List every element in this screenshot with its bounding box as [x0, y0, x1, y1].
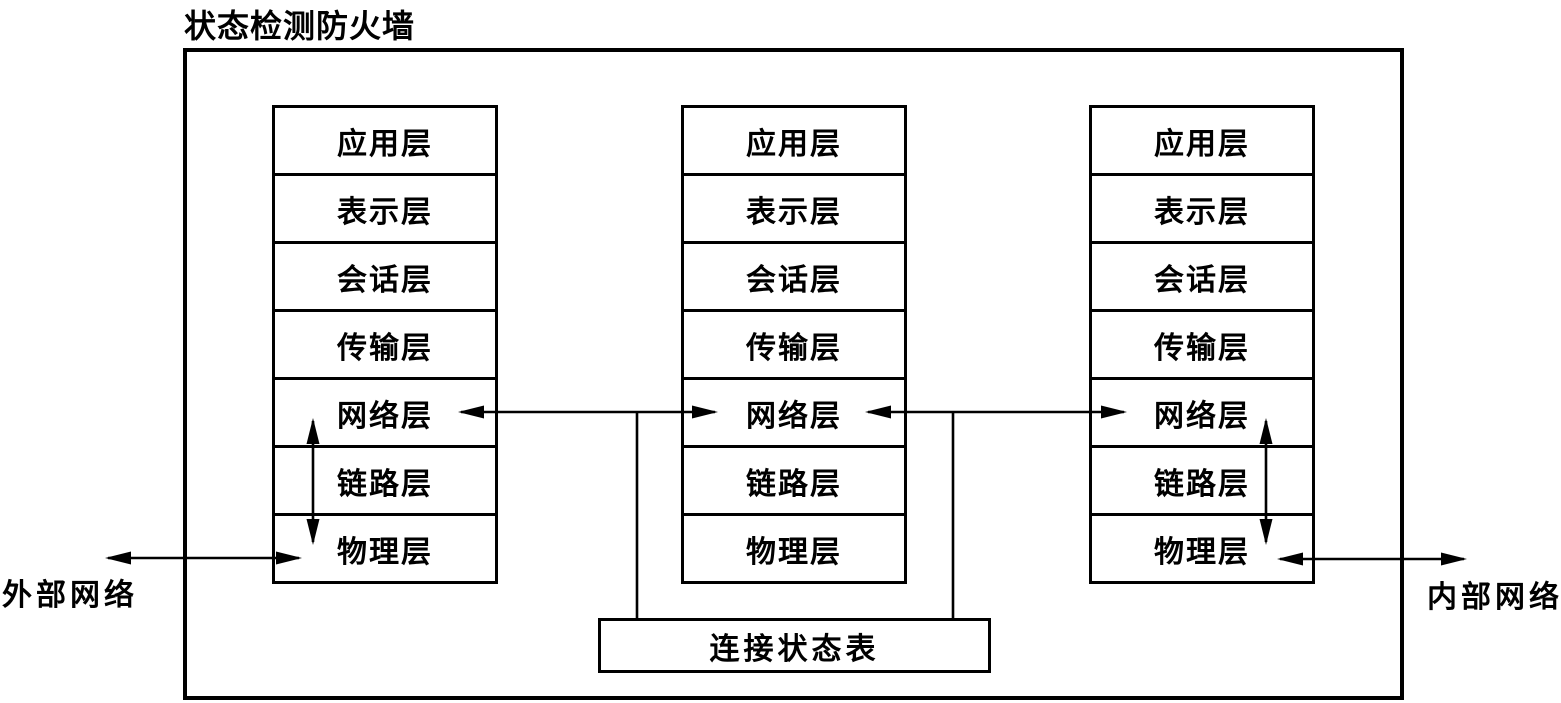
osi-layer-application: 应用层 — [681, 105, 907, 176]
osi-layer-network: 网络层 — [272, 377, 498, 448]
osi-layer-transport: 传输层 — [272, 309, 498, 380]
osi-layer-application: 应用层 — [1089, 105, 1315, 176]
osi-layer-datalink: 链路层 — [681, 445, 907, 516]
osi-layer-application: 应用层 — [272, 105, 498, 176]
diagram-title: 状态检测防火墙 — [184, 8, 416, 44]
internal-network-label: 内部网络 — [1427, 581, 1561, 614]
osi-layer-transport: 传输层 — [681, 309, 907, 380]
osi-layer-network: 网络层 — [1089, 377, 1315, 448]
protocol-stack-middle: 应用层 表示层 会话层 传输层 网络层 链路层 物理层 — [681, 105, 907, 584]
osi-layer-transport: 传输层 — [1089, 309, 1315, 380]
protocol-stack-external: 应用层 表示层 会话层 传输层 网络层 链路层 物理层 — [272, 105, 498, 584]
osi-layer-network: 网络层 — [681, 377, 907, 448]
osi-layer-presentation: 表示层 — [272, 173, 498, 244]
osi-layer-physical: 物理层 — [272, 513, 498, 584]
external-network-label: 外部网络 — [2, 579, 138, 612]
osi-layer-physical: 物理层 — [1089, 513, 1315, 584]
osi-layer-datalink: 链路层 — [272, 445, 498, 516]
osi-layer-session: 会话层 — [272, 241, 498, 312]
osi-layer-physical: 物理层 — [681, 513, 907, 584]
osi-layer-presentation: 表示层 — [681, 173, 907, 244]
osi-layer-datalink: 链路层 — [1089, 445, 1315, 516]
osi-layer-session: 会话层 — [681, 241, 907, 312]
osi-layer-presentation: 表示层 — [1089, 173, 1315, 244]
connection-state-table: 连接状态表 — [598, 618, 991, 673]
protocol-stack-internal: 应用层 表示层 会话层 传输层 网络层 链路层 物理层 — [1089, 105, 1315, 584]
osi-layer-session: 会话层 — [1089, 241, 1315, 312]
